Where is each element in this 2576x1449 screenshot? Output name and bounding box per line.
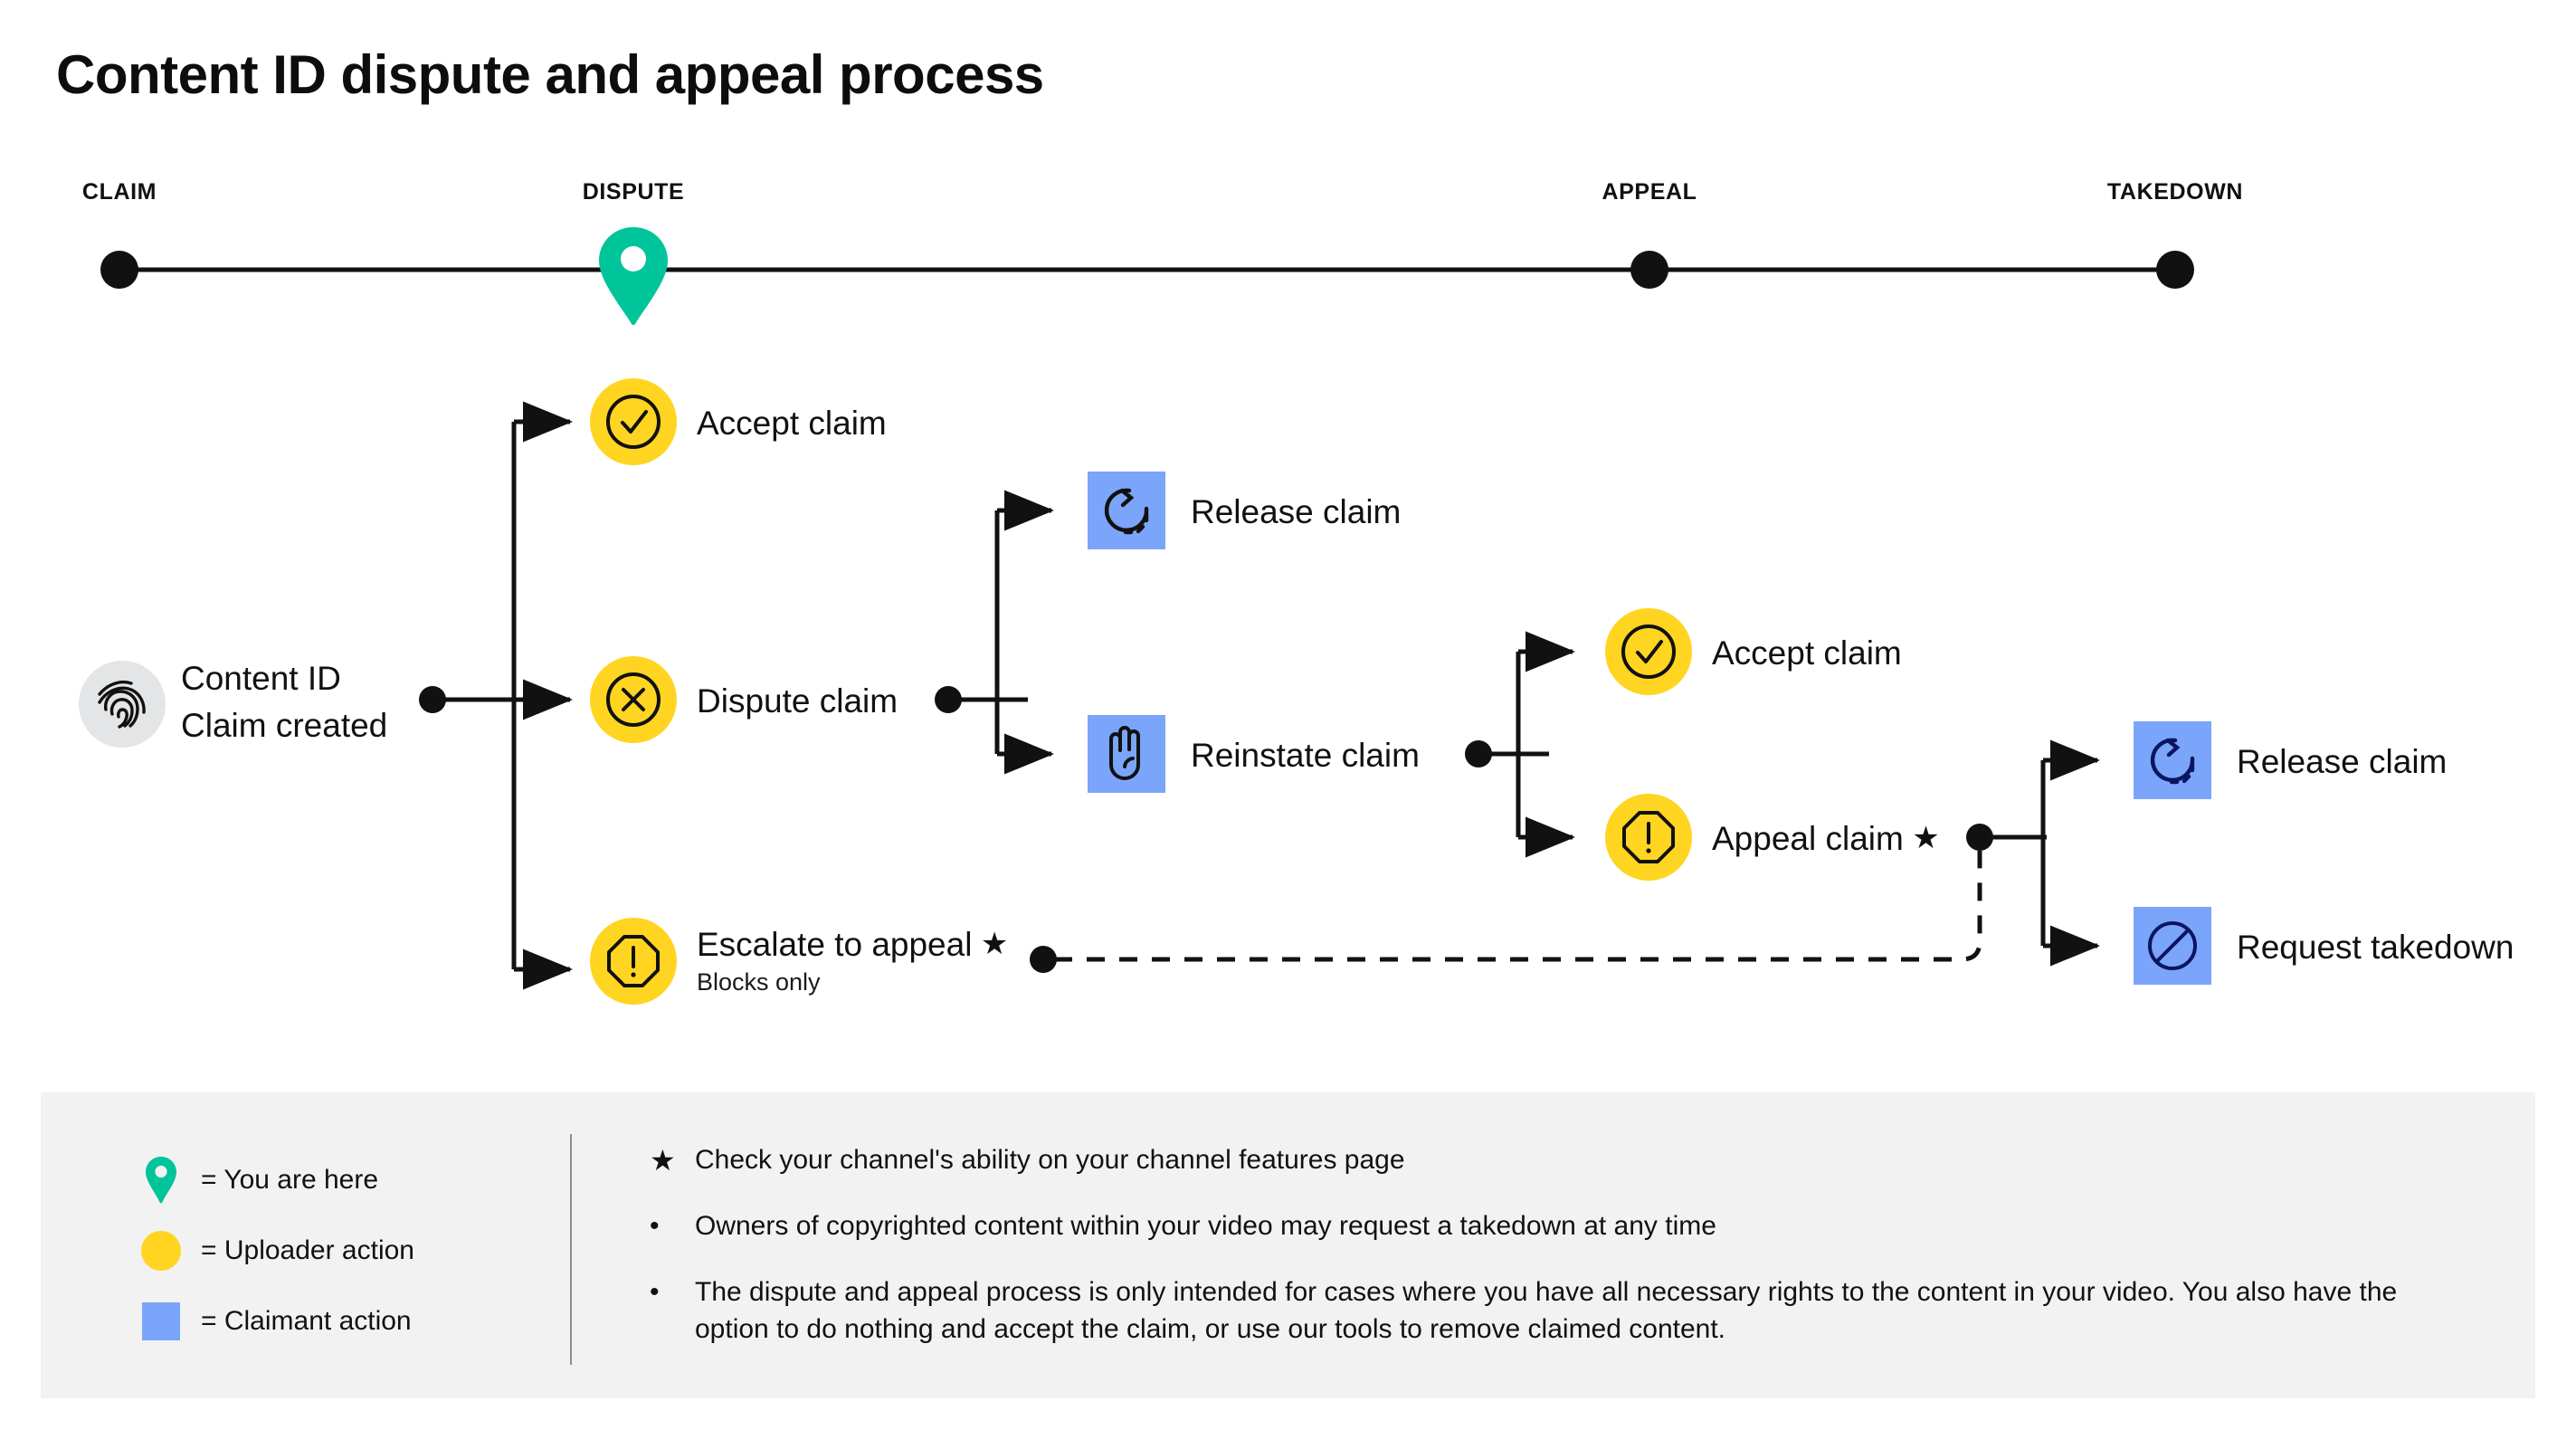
note-text-takedown: Owners of copyrighted content within you… <box>695 1211 1716 1242</box>
node-label-accept-claim-2: Accept claim <box>1712 634 1902 672</box>
note-marker-bullet-1: • <box>650 1211 660 1242</box>
legend-label-claimant-action: = Claimant action <box>201 1306 412 1336</box>
note-item-takedown: • Owners of copyrighted content within y… <box>650 1208 2459 1244</box>
node-label-reinstate-claim: Reinstate claim <box>1191 737 1420 774</box>
hand-stop-icon <box>1109 726 1140 780</box>
legend-key-list: = You are here = Uploader action = Claim… <box>136 1145 588 1357</box>
node-dispute-claim[interactable] <box>590 656 677 743</box>
start-label-line2: Claim created <box>181 707 388 744</box>
timeline-label-claim: CLAIM <box>81 179 157 205</box>
node-release-claim-1[interactable] <box>1088 472 1165 549</box>
note-item-star: ★ Check your channel's ability on your c… <box>650 1142 2459 1178</box>
note-item-process-scope: • The dispute and appeal process is only… <box>650 1274 2459 1347</box>
node-appeal-claim[interactable] <box>1605 794 1692 881</box>
check-circle-icon <box>606 395 661 449</box>
timeline-dot-claim <box>100 251 138 289</box>
legend-divider <box>570 1134 572 1365</box>
note-marker-bullet-2: • <box>650 1277 660 1308</box>
fingerprint-icon <box>98 680 146 729</box>
page-title: Content ID dispute and appeal process <box>56 44 1044 105</box>
node-sublabel-escalate: Blocks only <box>697 968 821 996</box>
connector-start-to-branch1 <box>419 401 574 990</box>
legend-item-claimant-action: = Claimant action <box>136 1286 588 1357</box>
timeline-label-appeal: APPEAL <box>1602 179 1697 205</box>
legend-item-uploader-action: = Uploader action <box>136 1215 588 1286</box>
alert-octagon-icon <box>1622 811 1675 863</box>
node-label-request-takedown: Request takedown <box>2237 929 2514 966</box>
timeline-pin-dispute <box>599 227 668 326</box>
legend-label-you-are-here: = You are here <box>201 1165 379 1195</box>
timeline-track <box>100 227 2194 326</box>
connector-reinstate-to-uploader <box>1465 631 1576 858</box>
node-escalate-to-appeal[interactable] <box>590 918 677 1005</box>
x-circle-icon <box>606 672 661 727</box>
note-text-process-scope: The dispute and appeal process is only i… <box>695 1277 2398 1344</box>
start-label-line1: Content ID <box>181 660 341 697</box>
escalate-branch-dot <box>1030 946 1057 973</box>
pin-icon <box>136 1155 186 1206</box>
star-marker-appeal: ★ <box>1903 821 1940 855</box>
note-text-channel-ability: Check your channel's ability on your cha… <box>695 1145 1405 1175</box>
node-release-claim-2[interactable] <box>2134 721 2211 799</box>
node-label-dispute-claim: Dispute claim <box>697 682 898 720</box>
blue-square-icon <box>136 1300 186 1343</box>
yellow-circle-icon <box>136 1229 186 1273</box>
legend-label-uploader-action: = Uploader action <box>201 1235 414 1265</box>
restore-icon <box>1104 488 1149 535</box>
connector-appeal-to-claimant <box>1966 739 2101 967</box>
node-request-takedown[interactable] <box>2134 907 2211 985</box>
note-marker-star: ★ <box>650 1144 676 1177</box>
node-label-escalate-text: Escalate to appeal <box>697 926 973 963</box>
node-label-escalate-to-appeal: Escalate to appeal ★ <box>697 925 1008 965</box>
timeline-dot-appeal <box>1630 251 1668 289</box>
node-label-appeal-text: Appeal claim <box>1712 820 1904 857</box>
timeline-dot-takedown <box>2156 251 2194 289</box>
node-reinstate-claim[interactable] <box>1088 715 1165 793</box>
node-accept-claim-2[interactable] <box>1605 608 1692 695</box>
alert-octagon-icon <box>607 935 660 987</box>
node-label-release-claim-1: Release claim <box>1191 493 1402 530</box>
timeline-label-takedown: TAKEDOWN <box>2106 179 2244 205</box>
node-accept-claim-1[interactable] <box>590 378 677 465</box>
notes-list: ★ Check your channel's ability on your c… <box>650 1142 2459 1378</box>
node-content-id-claim-created[interactable] <box>79 661 166 748</box>
node-label-release-claim-2: Release claim <box>2237 743 2448 780</box>
restore-icon <box>2150 738 2195 785</box>
check-circle-icon <box>1621 624 1676 679</box>
connector-dispute-to-claimant <box>935 490 1055 775</box>
block-icon <box>2148 921 2197 970</box>
star-marker-escalate: ★ <box>972 927 1009 961</box>
node-label-appeal-claim: Appeal claim ★ <box>1712 819 1940 859</box>
legend-panel <box>41 1092 2535 1398</box>
timeline-label-dispute: DISPUTE <box>582 179 685 205</box>
node-label-accept-claim-1: Accept claim <box>697 405 887 442</box>
connector-escalate-dashed <box>1054 851 1982 962</box>
legend-item-you-are-here: = You are here <box>136 1145 588 1215</box>
